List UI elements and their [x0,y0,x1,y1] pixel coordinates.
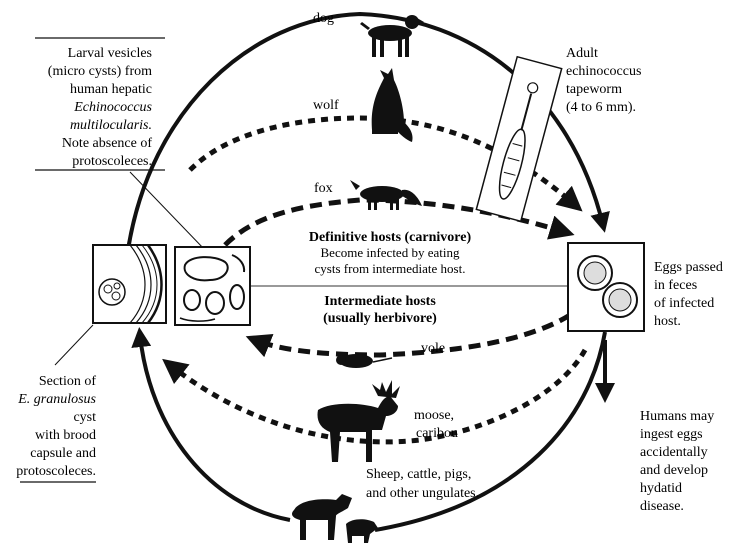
definitive-hosts-title: Definitive hosts (carnivore) [309,230,472,245]
adult-note-line: Adult [566,46,598,61]
moose-silhouette [318,380,401,462]
larval-pointer [130,172,205,250]
moose-label: moose, [414,408,454,423]
outer-cycle-left-arc [140,335,290,520]
intermediate-hosts-line1: Intermediate hosts [324,294,436,309]
eggs-note-line: in feces [654,278,697,293]
larval-vesicles-note: Larval vesicles (micro cysts) from human… [48,46,153,169]
fox-silhouette [350,180,422,210]
definitive-hosts-line1: Become infected by eating [321,245,460,260]
section-pointer [55,325,93,365]
intermediate-hosts-line2: (usually herbivore) [323,311,437,326]
section-note-line: with brood [35,428,96,443]
eggs-note-line: Eggs passed [654,260,723,275]
humans-note-line: accidentally [640,445,708,460]
section-note-line: Section of [39,374,96,389]
adult-note-line: tapeworm [566,82,622,97]
wolf-silhouette [372,68,413,142]
humans-note-line: hydatid [640,481,682,496]
humans-note-line: disease. [640,499,684,514]
ungulates-label-line1: Sheep, cattle, pigs, [366,467,471,482]
section-note-line: capsule and [30,446,96,461]
eggs-note-line: host. [654,314,681,329]
eggs-note-line: of infected [654,296,714,311]
humans-note: Humans may ingest eggs accidentally and … [640,409,714,514]
larval-note-line: multilocularis. [70,118,152,133]
eggs-note: Eggs passed in feces of infected host. [654,260,723,329]
fox-label: fox [314,181,333,196]
dog-label: dog [313,11,334,26]
cattle-silhouette [292,494,378,543]
multilocularis-vesicles-image [175,247,250,325]
humans-note-line: ingest eggs [640,427,703,442]
adult-tapeworm-image [476,57,561,222]
larval-note-line: protoscoleces. [72,154,152,169]
caribou-label: caribou [416,426,458,441]
adult-note-line: (4 to 6 mm). [566,100,636,115]
larval-note-line: (micro cysts) from [48,64,152,79]
adult-note-line: echinococcus [566,64,641,79]
ungulates-label-line2: and other ungulates. [366,486,479,501]
dog-silhouette [360,15,424,57]
adult-tapeworm-note: Adult echinococcus tapeworm (4 to 6 mm). [566,46,641,115]
larval-note-line: Note absence of [62,136,153,151]
granulosus-section-image [93,245,166,323]
larval-note-line: human hepatic [70,82,152,97]
humans-note-line: Humans may [640,409,714,424]
humans-note-line: and develop [640,463,708,478]
vole-label: vole [421,341,445,356]
section-note-line: E. granulosus [17,392,96,407]
section-note-line: protoscoleces. [16,464,96,479]
definitive-hosts-line2: cysts from intermediate host. [315,261,466,276]
granulosus-section-note: Section of E. granulosus cyst with brood… [16,374,96,479]
section-note-line: cyst [73,410,96,425]
wolf-label: wolf [313,98,339,113]
larval-note-line: Echinococcus [73,100,152,115]
larval-note-line: Larval vesicles [68,46,152,61]
eggs-image [568,243,644,331]
